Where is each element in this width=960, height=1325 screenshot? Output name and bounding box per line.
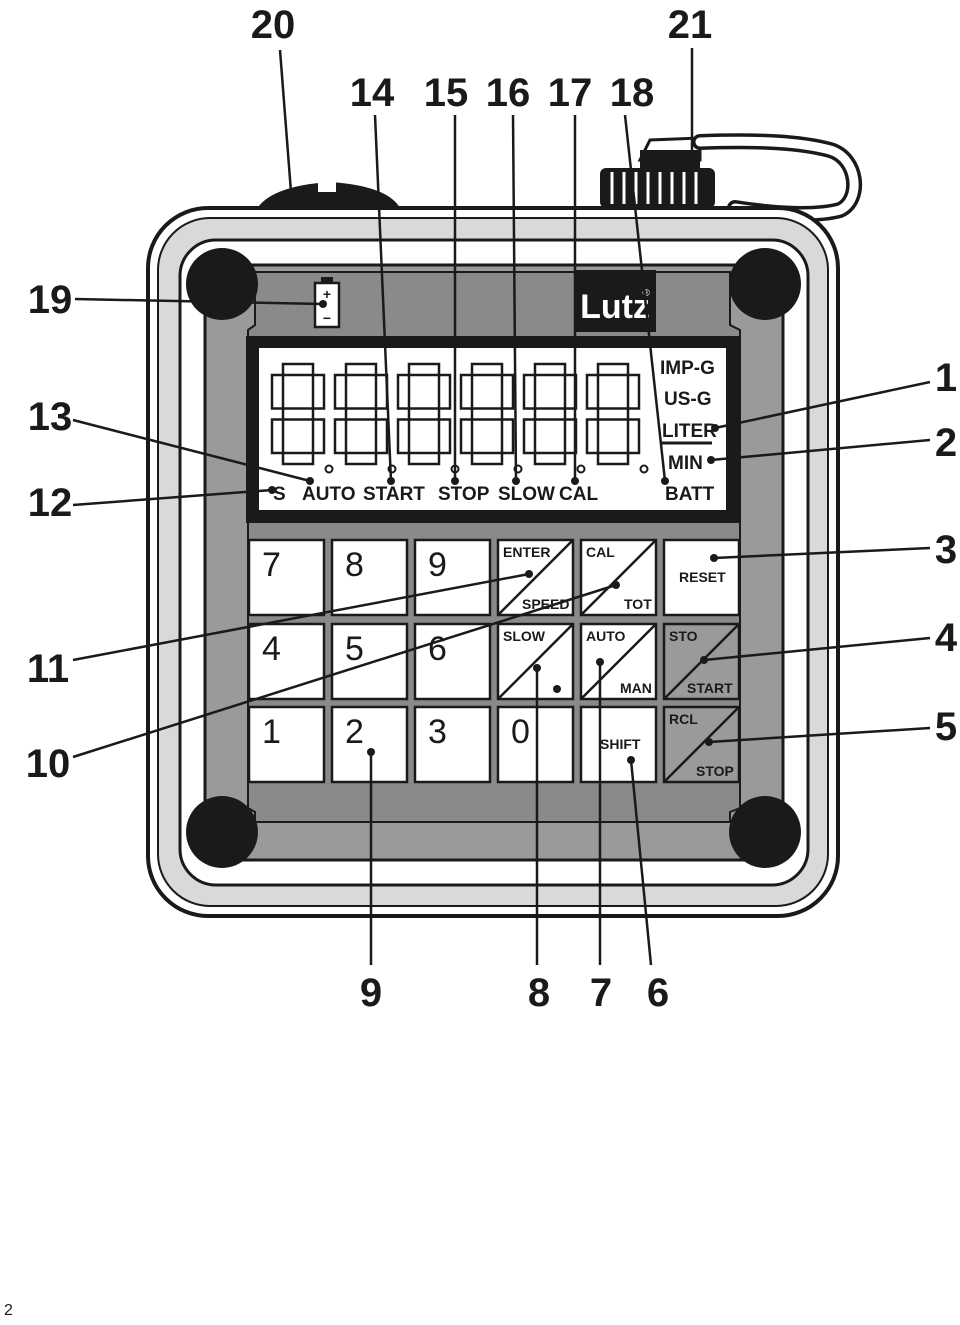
key-4-label: 4 xyxy=(262,630,281,668)
battery-icon: + − xyxy=(313,277,341,329)
key-5-label: 5 xyxy=(345,630,364,668)
callout-7: 7 xyxy=(590,971,612,1015)
key-shift-label: SHIFT xyxy=(600,736,641,752)
unit-us-g: US-G xyxy=(664,389,712,410)
key-7-label: 7 xyxy=(262,546,281,584)
lcd-digit-2 xyxy=(333,362,397,474)
logo-text: Lutz xyxy=(580,288,650,326)
key-reset-label: RESET xyxy=(679,569,726,585)
seven-segment-digits xyxy=(270,362,649,474)
key-6-label: 6 xyxy=(428,630,447,668)
page-number: 2 xyxy=(4,1302,13,1319)
callout-13: 13 xyxy=(28,395,73,439)
callout-6: 6 xyxy=(647,971,669,1015)
lcd-digit-1 xyxy=(270,362,334,474)
unit-min: MIN xyxy=(668,453,703,474)
key-8[interactable] xyxy=(330,538,409,617)
callout-numbers: 20 21 14 15 16 17 18 19 13 12 11 10 1 2 … xyxy=(26,3,958,1015)
callout-21: 21 xyxy=(668,3,713,47)
logo-registered: ® xyxy=(642,288,650,299)
callout-15: 15 xyxy=(424,71,469,115)
key-reset[interactable] xyxy=(662,538,741,617)
key-9[interactable] xyxy=(413,538,492,617)
callout-18: 18 xyxy=(610,71,655,115)
battery-plus: + xyxy=(323,286,331,302)
callout-9: 9 xyxy=(360,971,382,1015)
key-2[interactable] xyxy=(330,705,409,784)
mode-s: S xyxy=(273,484,286,505)
callout-17: 17 xyxy=(548,71,593,115)
key-speed-label: SPEED xyxy=(522,596,569,612)
lcd-digit-5 xyxy=(522,362,586,474)
callout-2: 2 xyxy=(935,421,957,465)
key-auto-label: AUTO xyxy=(586,628,626,644)
callout-14: 14 xyxy=(350,71,395,115)
key-stop-label: STOP xyxy=(696,763,734,779)
mode-cal: CAL xyxy=(559,484,598,505)
callout-1: 1 xyxy=(935,356,957,400)
key-sto-label: STO xyxy=(669,628,698,644)
callout-19: 19 xyxy=(28,278,73,322)
key-0[interactable] xyxy=(496,705,575,784)
lcd-unit-labels: IMP-G US-G LITER MIN xyxy=(660,358,717,474)
key-3-label: 3 xyxy=(428,713,447,751)
callout-4: 4 xyxy=(935,616,958,660)
keypad: 7 8 9 ENTER SPEED CAL TOT RESET 4 5 6 SL… xyxy=(247,538,741,784)
lcd-digit-4 xyxy=(459,362,523,474)
callout-8: 8 xyxy=(528,971,550,1015)
key-2-label: 2 xyxy=(345,713,364,751)
key-0-label: 0 xyxy=(511,713,530,751)
battery-minus: − xyxy=(323,310,331,326)
key-4[interactable] xyxy=(247,622,326,701)
key-8-label: 8 xyxy=(345,546,364,584)
callout-3: 3 xyxy=(935,528,957,572)
key-man-label: MAN xyxy=(620,680,652,696)
mode-auto: AUTO xyxy=(302,484,355,505)
key-slow-label: SLOW xyxy=(503,628,546,644)
key-shift[interactable] xyxy=(579,705,658,784)
key-7[interactable] xyxy=(247,538,326,617)
callout-10: 10 xyxy=(26,742,71,786)
cable-gland xyxy=(600,133,863,222)
key-6[interactable] xyxy=(413,622,492,701)
key-9-label: 9 xyxy=(428,546,447,584)
key-1-label: 1 xyxy=(262,713,281,751)
lcd-digit-6 xyxy=(585,362,649,474)
lcd-display: IMP-G US-G LITER MIN S AUTO START STOP S… xyxy=(246,336,739,523)
leader-lines xyxy=(72,48,931,966)
key-1[interactable] xyxy=(247,705,326,784)
key-start-label: START xyxy=(687,680,733,696)
unit-imp-g: IMP-G xyxy=(660,358,715,379)
key-tot-label: TOT xyxy=(624,596,652,612)
key-5[interactable] xyxy=(330,622,409,701)
callout-12: 12 xyxy=(28,481,73,525)
mode-stop: STOP xyxy=(438,484,490,505)
callout-16: 16 xyxy=(486,71,531,115)
mode-slow: SLOW xyxy=(498,484,555,505)
key-3[interactable] xyxy=(413,705,492,784)
leader-dots xyxy=(268,300,719,764)
callout-11: 11 xyxy=(27,647,69,691)
callout-5: 5 xyxy=(935,705,957,749)
callout-20: 20 xyxy=(251,3,296,47)
lcd-mode-labels: S AUTO START STOP SLOW CAL BATT xyxy=(273,484,715,505)
key-rcl-label: RCL xyxy=(669,711,698,727)
key-enter-label: ENTER xyxy=(503,544,550,560)
unit-liter: LITER xyxy=(662,421,717,442)
mode-batt: BATT xyxy=(665,484,715,505)
mode-start: START xyxy=(363,484,425,505)
key-cal-label: CAL xyxy=(586,544,615,560)
